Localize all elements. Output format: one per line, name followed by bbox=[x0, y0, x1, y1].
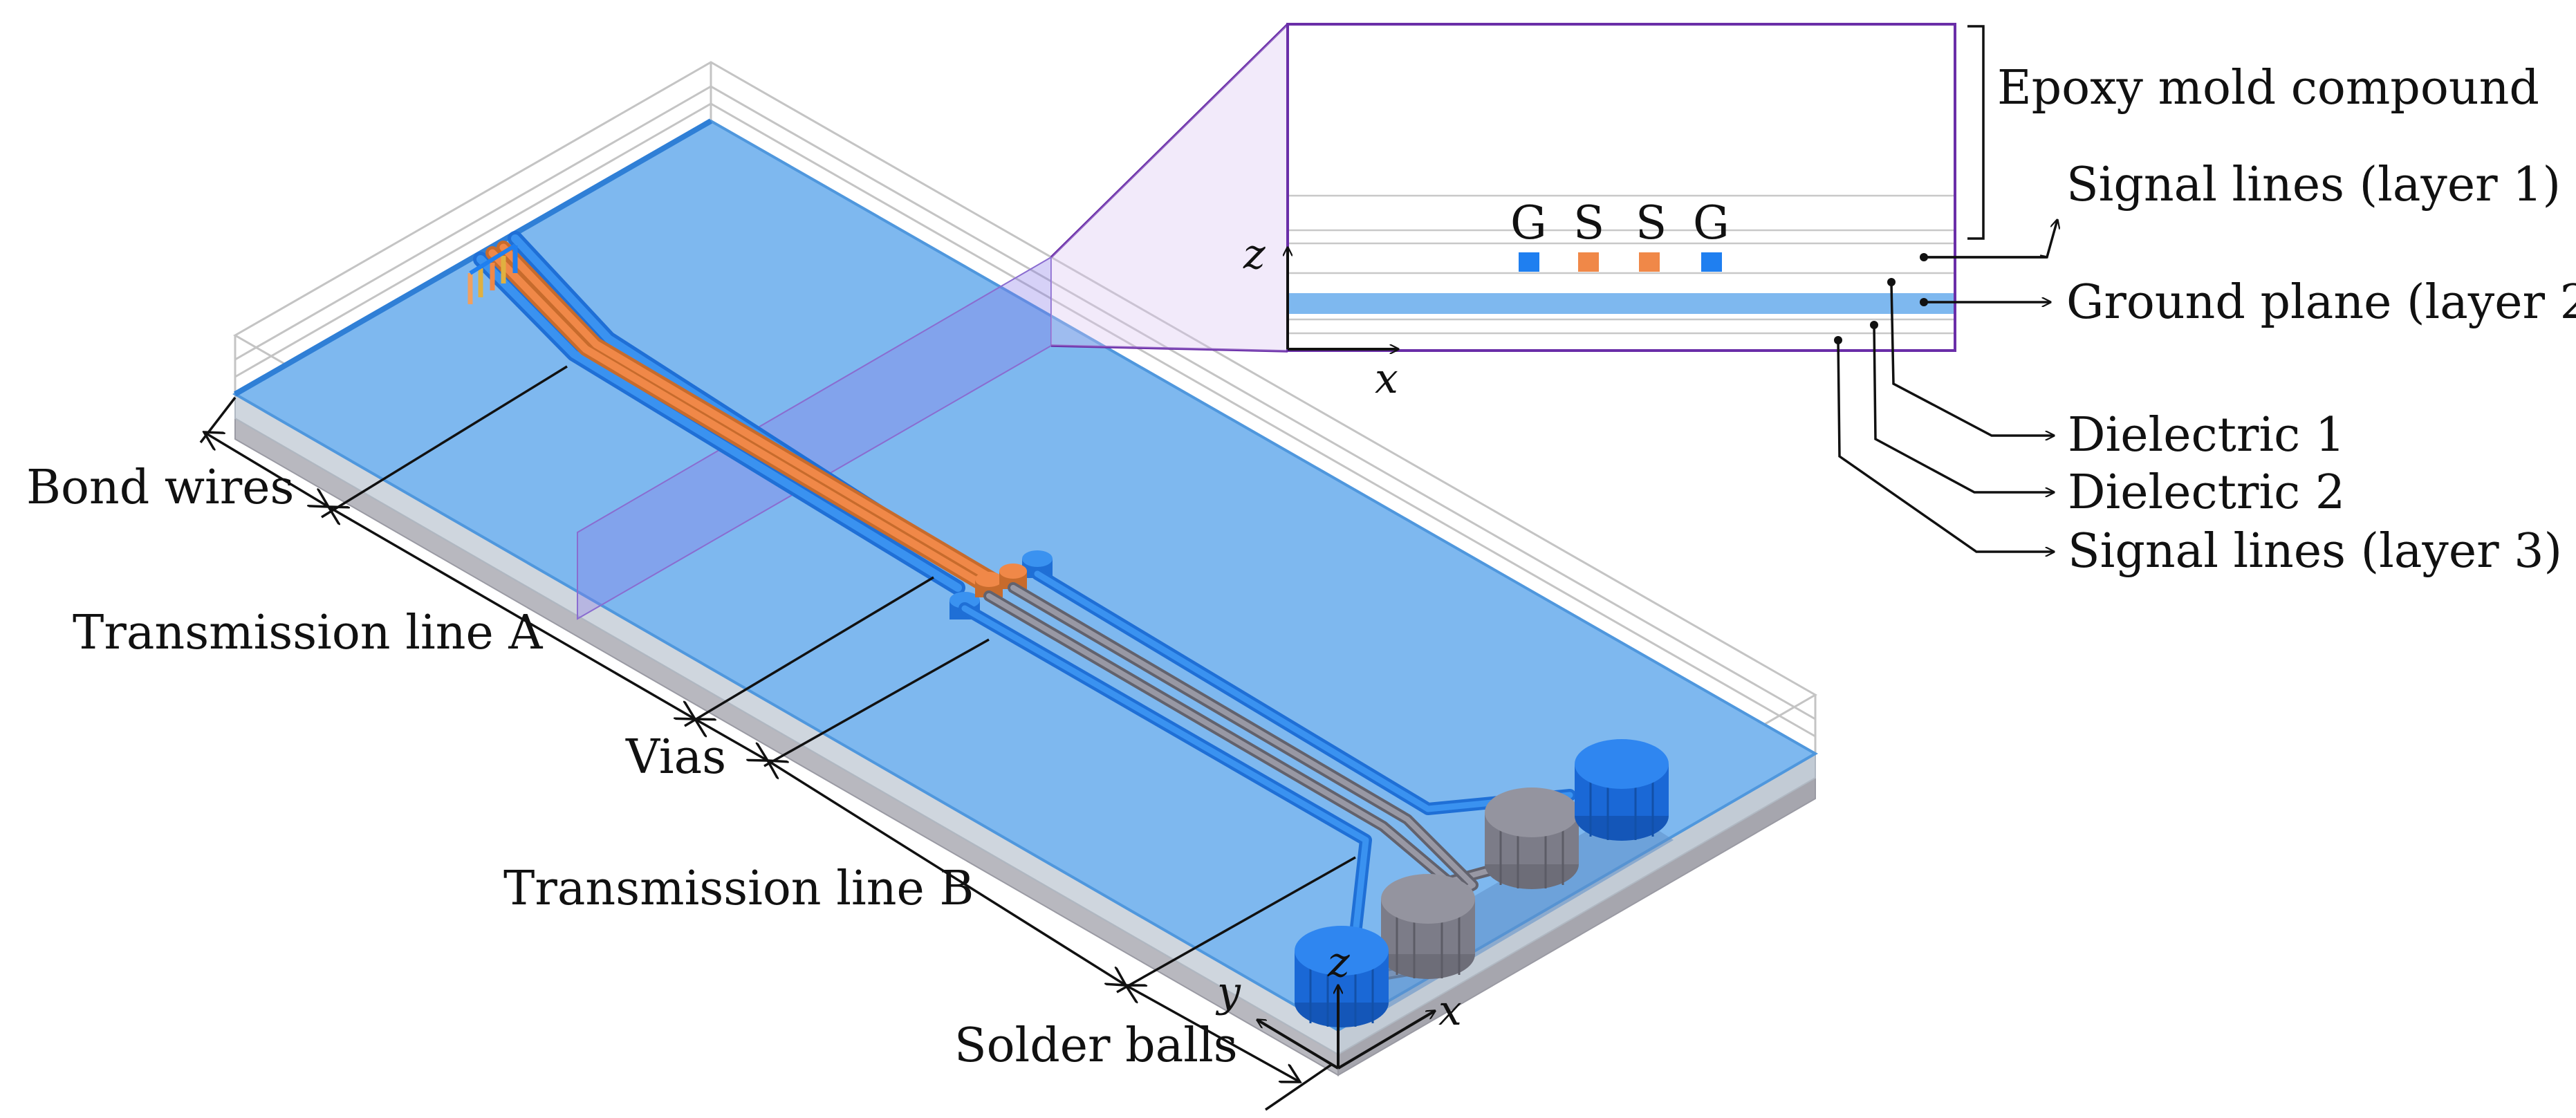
label-dielectric-1: Dielectric 1 bbox=[2068, 408, 2345, 463]
axis-z-label: z bbox=[1327, 938, 1350, 987]
axis-x-label: x bbox=[1438, 987, 1462, 1035]
conductor-g-right bbox=[1701, 252, 1722, 272]
zoom-wedge bbox=[1051, 24, 1288, 351]
conductor-s-left bbox=[1578, 252, 1599, 272]
conductor-label-g-right: G bbox=[1693, 196, 1730, 250]
conductor-g-left bbox=[1519, 252, 1539, 272]
zoom-connector bbox=[1050, 23, 1289, 353]
axis-y-label: y bbox=[1215, 968, 1241, 1016]
label-signal-lines-layer1: Signal lines (layer 1) bbox=[2066, 158, 2561, 212]
inset-frame bbox=[1286, 23, 1956, 352]
label-signal-lines-layer3: Signal lines (layer 3) bbox=[2068, 524, 2562, 579]
dimension-lines bbox=[199, 365, 1356, 1111]
inset-axes bbox=[1288, 248, 1398, 349]
transmission-line-a bbox=[473, 231, 1003, 595]
label-transmission-line-b: Transmission line B bbox=[503, 861, 974, 916]
label-bond-wires: Bond wires bbox=[26, 460, 294, 515]
label-vias: Vias bbox=[625, 730, 726, 785]
board-edge-highlight bbox=[234, 118, 712, 397]
conductor-label-g-left: G bbox=[1510, 196, 1547, 250]
leader-lines bbox=[1837, 220, 2057, 552]
inset-axis-z-label: z bbox=[1243, 230, 1266, 279]
label-epoxy-mold-compound: Epoxy mold compound bbox=[1997, 61, 2539, 115]
label-ground-plane-layer2: Ground plane (layer 2) bbox=[2066, 275, 2576, 330]
bond-wires bbox=[467, 243, 518, 304]
label-dielectric-2: Dielectric 2 bbox=[2068, 465, 2345, 520]
inset-ground-plane bbox=[1288, 293, 1955, 314]
epoxy-bracket bbox=[1967, 25, 1985, 240]
leader-dots bbox=[1834, 253, 1928, 344]
cross-section-inset bbox=[1286, 23, 1956, 352]
conductor-label-s-right: S bbox=[1636, 196, 1667, 250]
label-transmission-line-a: Transmission line A bbox=[73, 606, 543, 660]
inset-axis-x-label: x bbox=[1375, 355, 1398, 403]
conductor-s-right bbox=[1639, 252, 1660, 272]
label-solder-balls: Solder balls bbox=[954, 1018, 1238, 1073]
conductor-label-s-left: S bbox=[1573, 196, 1604, 250]
